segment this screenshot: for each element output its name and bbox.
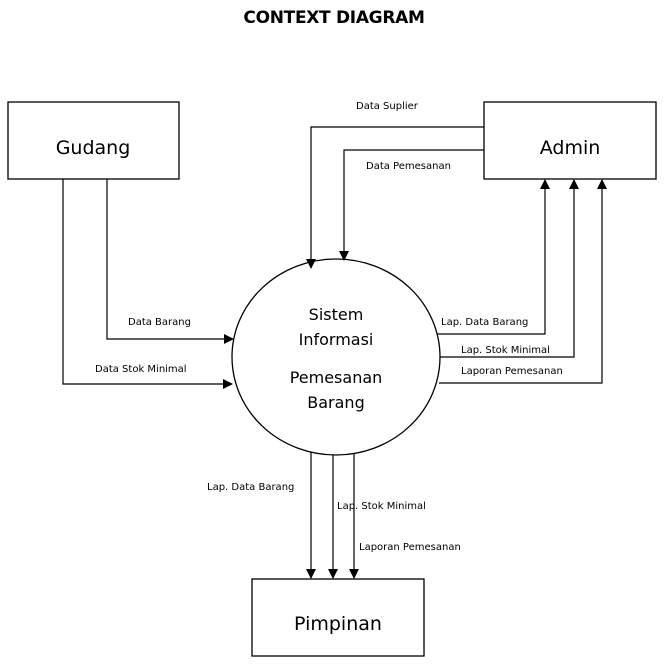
flow-pimpinan-laporan-pemesanan: Laporan Pemesanan — [349, 454, 461, 579]
flow-data-suplier-arrow — [306, 126, 484, 269]
flow-data-suplier: Data Suplier — [306, 101, 484, 269]
entity-admin-label: Admin — [540, 137, 601, 159]
process-circle — [231, 258, 441, 456]
entity-pimpinan-label: Pimpinan — [294, 613, 382, 635]
entity-admin[interactable]: Admin — [483, 101, 657, 180]
process-label-line-3: Pemesanan — [290, 368, 383, 387]
flow-data-stok-minimal-arrow — [62, 179, 233, 389]
process-label-line-4: Barang — [307, 393, 364, 412]
flow-admin-lap-stok-minimal: Lap. Stok Minimal — [440, 179, 579, 358]
flow-data-pemesanan: Data Pemesanan — [339, 149, 484, 261]
entity-admin-box — [483, 101, 657, 180]
flow-admin-lap-stok-minimal-arrow — [440, 179, 579, 358]
flow-pimpinan-laporan-pemesanan-label: Laporan Pemesanan — [359, 542, 461, 553]
entity-pimpinan-box — [251, 578, 425, 657]
process-label-line-1: Sistem — [309, 305, 364, 324]
flow-admin-laporan-pemesanan-arrow — [439, 179, 607, 384]
flow-admin-lap-data-barang-arrow — [437, 179, 550, 335]
process-sistem-informasi[interactable]: Sistem Informasi Pemesanan Barang — [231, 258, 441, 456]
flow-data-stok-minimal: Data Stok Minimal — [62, 179, 233, 389]
flow-pimpinan-lap-data-barang: Lap. Data Barang — [207, 452, 316, 579]
flow-data-barang-label: Data Barang — [128, 317, 191, 328]
flow-data-pemesanan-label: Data Pemesanan — [366, 161, 451, 172]
flow-admin-laporan-pemesanan: Laporan Pemesanan — [439, 179, 607, 384]
flow-admin-lap-data-barang-label: Lap. Data Barang — [441, 317, 528, 328]
flow-admin-lap-stok-minimal-label: Lap. Stok Minimal — [461, 345, 550, 356]
flow-data-pemesanan-arrow — [339, 149, 484, 261]
entity-pimpinan[interactable]: Pimpinan — [251, 578, 425, 657]
flow-data-stok-minimal-label: Data Stok Minimal — [95, 364, 187, 375]
flow-data-barang-arrow — [106, 179, 234, 344]
flow-admin-laporan-pemesanan-label: Laporan Pemesanan — [461, 366, 563, 377]
flow-pimpinan-lap-stok-minimal: Lap. Stok Minimal — [328, 455, 426, 579]
entity-gudang[interactable]: Gudang — [7, 101, 180, 180]
flow-data-barang: Data Barang — [106, 179, 234, 344]
diagram-title: CONTEXT DIAGRAM — [243, 8, 424, 28]
flow-pimpinan-lap-data-barang-label: Lap. Data Barang — [207, 482, 294, 493]
flow-pimpinan-lap-stok-minimal-label: Lap. Stok Minimal — [337, 501, 426, 512]
entity-gudang-label: Gudang — [56, 137, 131, 159]
flow-admin-lap-data-barang: Lap. Data Barang — [437, 179, 550, 335]
entity-gudang-box — [7, 101, 180, 180]
flow-data-suplier-label: Data Suplier — [356, 101, 419, 112]
process-label-line-2: Informasi — [299, 330, 374, 349]
